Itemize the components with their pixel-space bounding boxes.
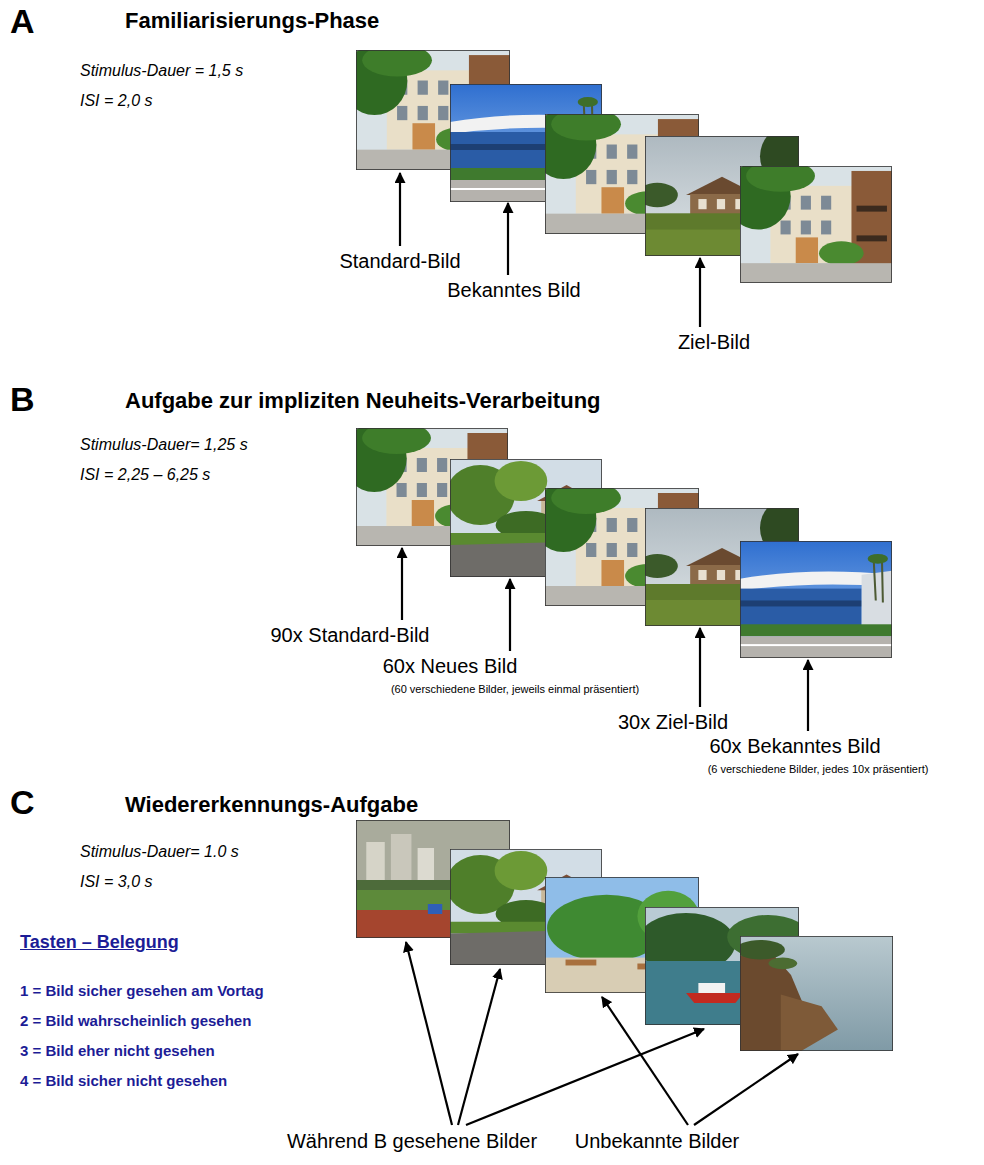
picture-part	[736, 936, 893, 1051]
picture-part	[602, 997, 688, 1125]
timing-note: Stimulus-Dauer= 1,25 s	[80, 436, 248, 454]
key-heading: Tasten – Belegung	[20, 932, 179, 953]
picture-label: 60x Neues Bild	[383, 655, 518, 678]
timing-note: Stimulus-Dauer= 1.0 s	[80, 843, 239, 861]
picture-part	[458, 969, 500, 1125]
key-entry: 1 = Bild sicher gesehen am Vortag	[20, 982, 264, 999]
picture-stack-b	[342, 422, 892, 658]
picture-part	[726, 160, 892, 283]
picture-label: 60x Bekanntes Bild	[709, 735, 880, 758]
picture-label: Standard-Bild	[339, 250, 460, 273]
panel-heading: Familiarisierungs-Phase	[125, 8, 379, 33]
picture-part	[466, 1029, 704, 1125]
picture-label: 90x Standard-Bild	[271, 624, 430, 647]
picture-part	[399, 173, 401, 246]
picture-part	[507, 203, 509, 275]
timing-note: ISI = 2,0 s	[80, 92, 152, 110]
key-entry: 2 = Bild wahrscheinlich gesehen	[20, 1012, 251, 1029]
picture-part	[699, 628, 701, 707]
picture-label: Unbekannte Bilder	[575, 1130, 740, 1153]
panel-letter: B	[10, 380, 35, 419]
leader-arrows	[400, 173, 808, 1125]
picture-part	[406, 942, 452, 1125]
picture-part	[699, 258, 701, 327]
picture-label: Während B gesehene Bilder	[287, 1130, 537, 1153]
picture-part	[740, 541, 892, 658]
timing-note: Stimulus-Dauer = 1,5 s	[80, 62, 243, 80]
panel-heading: Wiedererkennungs-Aufgabe	[125, 792, 418, 817]
picture-note: (6 verschiedene Bilder, jedes 10x präsen…	[708, 763, 929, 776]
picture-note: (60 verschiedene Bilder, jeweils einmal …	[391, 683, 639, 696]
panel-heading: Aufgabe zur impliziten Neuheits-Verarbei…	[125, 388, 601, 413]
picture-stack-c	[356, 820, 893, 1051]
picture-label: 30x Ziel-Bild	[618, 711, 728, 734]
key-entry: 4 = Bild sicher nicht gesehen	[20, 1072, 227, 1089]
picture-part	[694, 1054, 798, 1125]
picture-part	[509, 579, 511, 651]
timing-note: ISI = 3,0 s	[80, 873, 152, 891]
panel-letter: C	[10, 783, 35, 822]
picture-stack-a	[342, 44, 892, 283]
picture-part	[807, 660, 809, 731]
timing-note: ISI = 2,25 – 6,25 s	[80, 466, 210, 484]
panel-letter: A	[10, 2, 35, 41]
picture-part	[401, 548, 403, 620]
picture-label: Ziel-Bild	[678, 331, 750, 354]
key-entry: 3 = Bild eher nicht gesehen	[20, 1042, 215, 1059]
picture-label: Bekanntes Bild	[447, 279, 580, 302]
